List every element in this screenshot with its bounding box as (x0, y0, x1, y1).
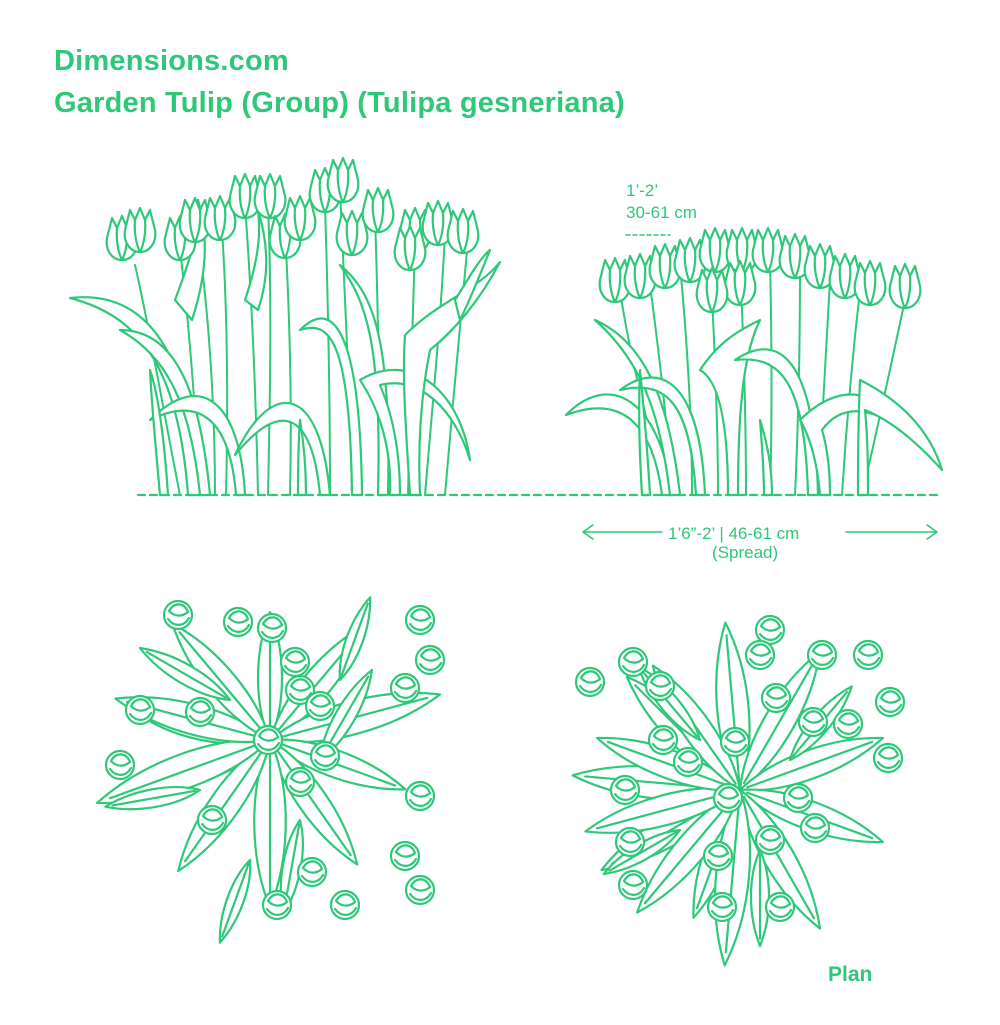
drawing-title: Garden Tulip (Group) (Tulipa gesneriana) (54, 87, 625, 119)
brand-title: Dimensions.com (54, 45, 289, 77)
elevation-small-group (566, 226, 942, 495)
plan-small-group (571, 614, 906, 967)
elevation-large-group (70, 156, 500, 495)
spread-arrow (583, 525, 937, 539)
plan-large-group (91, 593, 444, 947)
height-metric: 30-61 cm (626, 203, 697, 222)
plan-label: Plan (828, 963, 873, 986)
height-imperial: 1’-2’ (626, 181, 659, 200)
spread-value: 1’6”-2’ | 46-61 cm (668, 524, 800, 543)
spread-label: (Spread) (712, 543, 779, 562)
